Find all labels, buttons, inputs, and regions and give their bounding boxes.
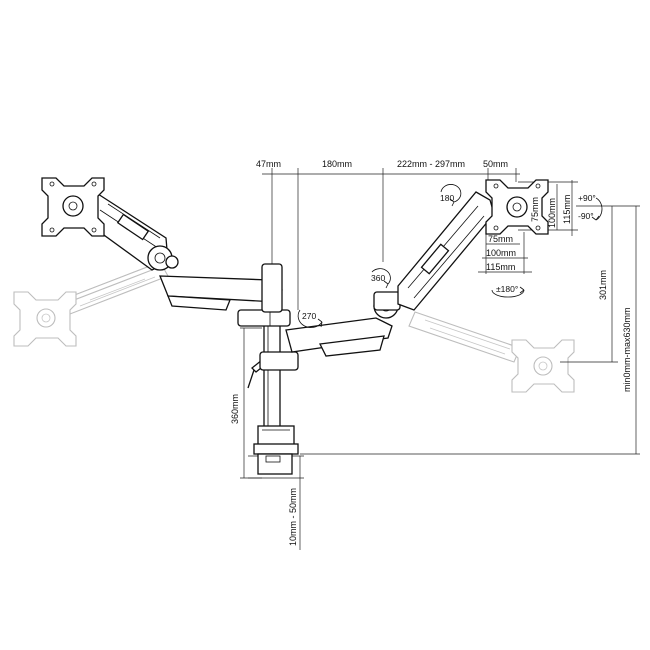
rotation-270-label: 270 — [302, 311, 316, 321]
dim-47mm-label: 47mm — [256, 159, 281, 169]
pole-360mm-label: 360mm — [230, 394, 240, 424]
dim-222-297mm-label: 222mm - 297mm — [397, 159, 465, 169]
top-dimension-lines — [262, 168, 520, 310]
rotate-180-icon — [440, 184, 462, 207]
rotation-180-label: 180 — [440, 193, 454, 203]
height-301mm-label: 301mm — [598, 270, 608, 300]
vesa-vertical-100mm-label: 100mm — [547, 198, 557, 228]
vesa-vertical-75mm-label: 75mm — [530, 197, 540, 222]
vesa-vertical-115mm-label: 115mm — [562, 195, 572, 224]
rotation-360-label: 360 — [371, 273, 385, 283]
rotate-360-icon — [371, 268, 391, 289]
ghost-left-arm — [61, 261, 169, 315]
vesa-horizontal-75mm-label: 75mm — [488, 234, 513, 244]
ghost-left-vesa-plate — [13, 291, 77, 347]
right-arm-elbow-joint — [373, 291, 401, 319]
desk-clamp — [253, 425, 299, 475]
vesa-horizontal-115mm-label: 115mm — [486, 262, 515, 272]
height-range-label: min0mm-max630mm — [622, 307, 632, 392]
left-gas-spring-arm — [85, 193, 179, 271]
left-vesa-plate — [41, 177, 105, 237]
tilt-up-label: +90° — [578, 193, 596, 203]
lower-collar — [259, 351, 299, 371]
ghost-right-arm — [408, 311, 521, 363]
dim-180mm-label: 180mm — [322, 159, 352, 169]
swivel-label: ±180° — [496, 284, 518, 294]
height-dimension-lines — [240, 205, 640, 550]
desk-thickness-label: 10mm - 50mm — [288, 488, 298, 546]
tilt-icon — [591, 197, 603, 221]
swivel-icon — [491, 286, 525, 298]
dim-50mm-label: 50mm — [483, 159, 508, 169]
left-arm-base-link — [159, 263, 283, 313]
right-gas-spring-arm — [397, 191, 495, 311]
ghost-right-vesa-plate — [511, 339, 575, 393]
right-vesa-plate — [485, 179, 549, 235]
tilt-down-label: -90° — [578, 211, 594, 221]
rotate-270-icon — [297, 309, 323, 328]
right-arm-base-link — [285, 317, 393, 357]
vesa-horizontal-100mm-label: 100mm — [486, 248, 516, 258]
